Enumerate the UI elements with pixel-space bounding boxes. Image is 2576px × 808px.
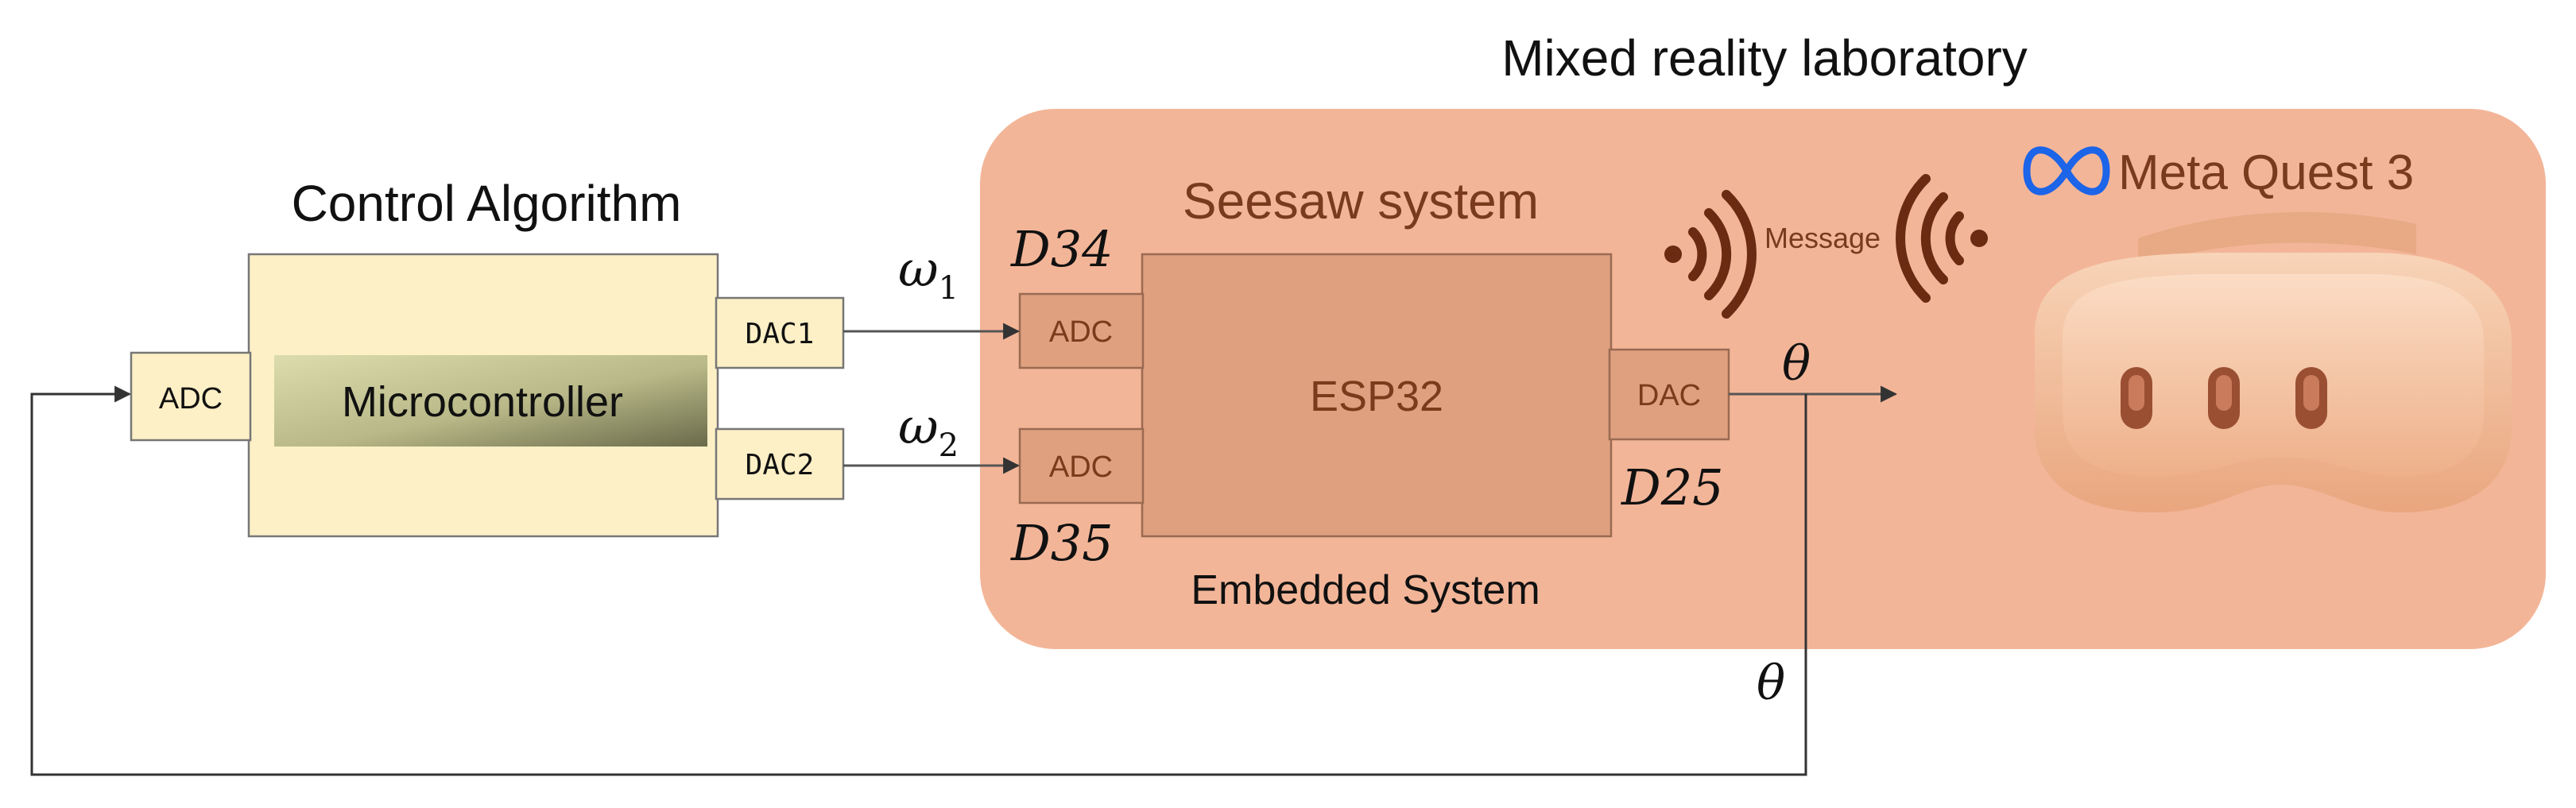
seesaw-title: Seesaw system bbox=[1183, 172, 1539, 230]
pin-d25: D25 bbox=[1621, 458, 1724, 516]
omega2-label: ω2 bbox=[898, 397, 959, 464]
lab-title: Mixed reality laboratory bbox=[1501, 29, 2028, 87]
meta-infinity-icon bbox=[2023, 146, 2110, 195]
microcontroller-block bbox=[274, 355, 707, 447]
microcontroller-label: Microcontroller bbox=[342, 378, 623, 426]
pin-d35: D35 bbox=[1010, 514, 1114, 572]
seesaw-dac-port bbox=[1608, 348, 1730, 441]
theta-output-label: θ bbox=[1782, 336, 1811, 392]
esp32-label: ESP32 bbox=[1310, 373, 1443, 420]
wifi-right-icon bbox=[1896, 174, 1988, 303]
seesaw-adc2-port bbox=[1018, 427, 1145, 505]
seesaw-adc1-port bbox=[1018, 292, 1145, 369]
seesaw-adc1-label: ADC bbox=[1049, 315, 1113, 349]
omega1-label: ω1 bbox=[898, 240, 959, 307]
headset-image bbox=[2035, 212, 2512, 512]
esp32-block bbox=[1141, 253, 1613, 538]
theta-feedback-label: θ bbox=[1757, 655, 1785, 711]
control-title: Control Algorithm bbox=[292, 175, 682, 232]
pin-d34: D34 bbox=[1010, 220, 1114, 278]
control-adc-label: ADC bbox=[159, 382, 223, 416]
message-label: Message bbox=[1764, 222, 1881, 254]
seesaw-adc2-label: ADC bbox=[1049, 450, 1113, 484]
wifi-left-icon bbox=[1664, 190, 1757, 319]
seesaw-dac-label: DAC bbox=[1637, 379, 1701, 412]
control-dac2-port bbox=[715, 427, 845, 501]
control-dac1-port bbox=[715, 296, 845, 369]
control-dac1-label: DAC1 bbox=[746, 318, 815, 350]
embedded-system-label: Embedded System bbox=[1191, 567, 1540, 613]
headset-brand: Meta Quest 3 bbox=[2118, 145, 2414, 200]
feedback-line bbox=[30, 385, 1807, 776]
control-dac2-label: DAC2 bbox=[746, 449, 815, 481]
control-adc-port bbox=[130, 351, 252, 442]
